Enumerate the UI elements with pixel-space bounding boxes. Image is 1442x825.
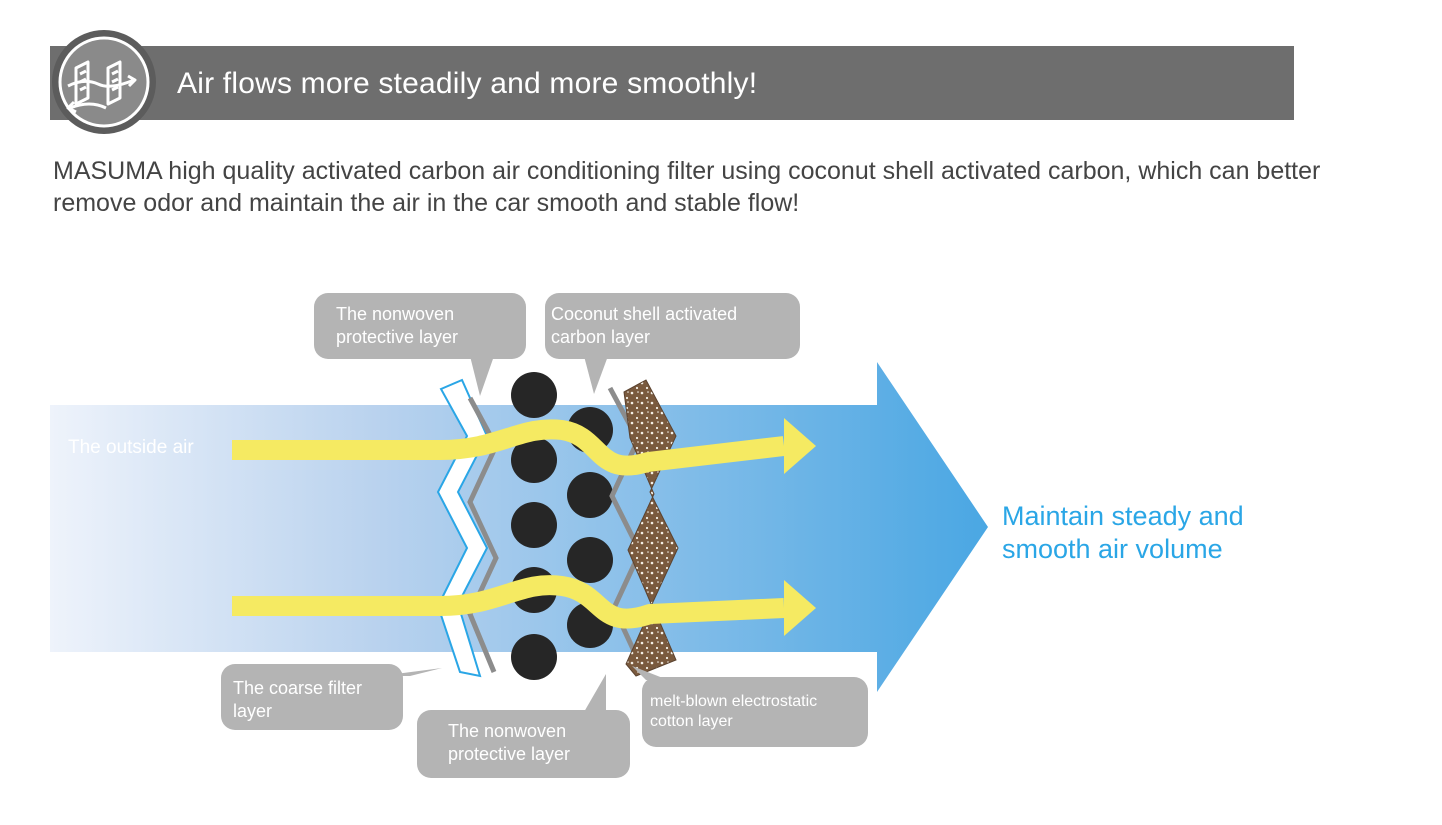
page-title: Air flows more steadily and more smoothl… xyxy=(177,67,758,100)
airflow-arrowhead-bottom xyxy=(784,580,816,636)
callout-pointer-nonwoven-bottom xyxy=(584,674,606,712)
nonwoven-top-label: The nonwoven protective layer xyxy=(336,304,459,347)
callout-nonwoven-bottom xyxy=(417,710,630,778)
header-banner xyxy=(50,46,1294,120)
intro-paragraph: MASUMA high quality activated carbon air… xyxy=(53,157,1321,217)
callout-carbon xyxy=(545,293,800,359)
meltblown-label: melt-blown electrostatic cotton layer xyxy=(650,693,818,730)
callout-meltblown xyxy=(642,677,868,747)
callout-coarse xyxy=(221,664,403,730)
outside-air-label: The outside air xyxy=(68,437,194,458)
airflow-arrowhead-top xyxy=(784,418,816,474)
result-label: Maintain steady and smooth air volume xyxy=(1002,501,1244,564)
callout-pointer-nonwoven-top xyxy=(470,356,494,396)
nonwoven-bottom-label: The nonwoven protective layer xyxy=(448,721,571,764)
coarse-label: The coarse filter layer xyxy=(233,678,363,721)
airflow-filter-icon xyxy=(52,30,156,134)
carbon-label: Coconut shell activated carbon layer xyxy=(551,304,738,347)
callout-nonwoven-top xyxy=(314,293,526,359)
callout-pointer-carbon xyxy=(584,356,608,394)
callout-pointer-meltblown xyxy=(632,666,668,680)
airflow-streams xyxy=(232,419,786,629)
